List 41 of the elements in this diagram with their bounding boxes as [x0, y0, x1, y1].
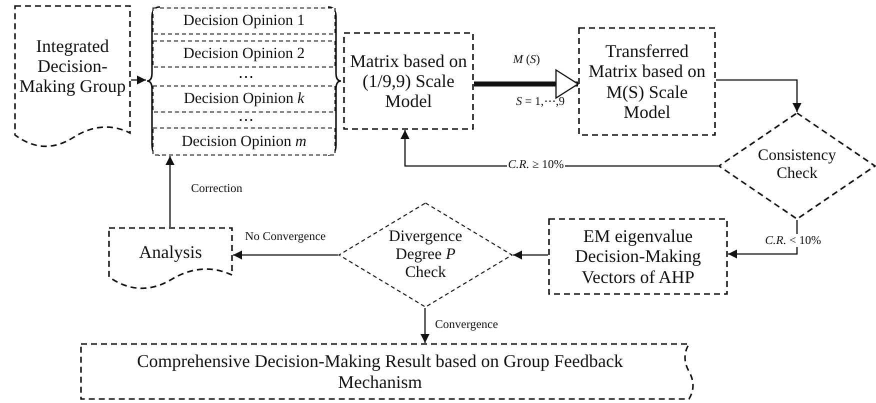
edge-note: S = 1,⋯,9	[516, 95, 565, 107]
decision-diamond	[718, 112, 876, 220]
node-text: Transferred Matrix based on M(S) Scale Model	[588, 41, 706, 122]
edge-label: M (S)	[512, 53, 541, 66]
edge-label: C.R. < 10%	[764, 234, 822, 248]
process-box	[343, 32, 474, 130]
document-shape	[14, 5, 131, 147]
node-text: Decision Opinion 2	[183, 45, 305, 63]
ellipsis: ⋯	[238, 70, 254, 86]
node-text: Consistency Check	[756, 147, 838, 183]
node-text: Decision Opinion m	[182, 132, 306, 150]
document-shape	[108, 227, 233, 289]
process-box	[152, 7, 336, 35]
process-box	[152, 85, 336, 113]
result-banner	[80, 343, 697, 400]
process-box	[578, 27, 716, 136]
process-box	[152, 127, 336, 156]
node-text: Matrix based on (1/9,9) Scale Model	[349, 50, 468, 112]
edge-label: Correction	[190, 182, 244, 196]
arrow	[131, 76, 146, 84]
arrow	[513, 250, 548, 260]
arrow	[716, 79, 802, 112]
hollow-arrow	[474, 69, 579, 99]
node-text: Decision Opinion 1	[183, 12, 305, 30]
arrow	[166, 156, 174, 227]
arrow	[420, 308, 430, 343]
arrow	[233, 250, 338, 260]
edge-label: Convergence	[434, 318, 500, 332]
node-text: Divergence Degree P Check	[388, 228, 464, 282]
node-text: Analysis	[139, 242, 202, 262]
ellipsis: ⋯	[238, 113, 254, 129]
node-text: Integrated Decision-Making Group	[18, 36, 127, 96]
process-box	[152, 40, 336, 68]
edge-label: C.R. ≥ 10%	[507, 158, 565, 172]
process-box	[548, 218, 728, 295]
node-text: Decision Opinion k	[184, 90, 304, 108]
edge-label: No Convergence	[244, 230, 327, 244]
node-text: Comprehensive Decision-Making Result based on Group Feedback Mechanism	[136, 351, 624, 392]
node-text: EM eigenvalue Decision-Making Vectors of AHP	[574, 226, 702, 287]
decision-diamond	[338, 202, 513, 308]
arrow	[728, 220, 798, 258]
